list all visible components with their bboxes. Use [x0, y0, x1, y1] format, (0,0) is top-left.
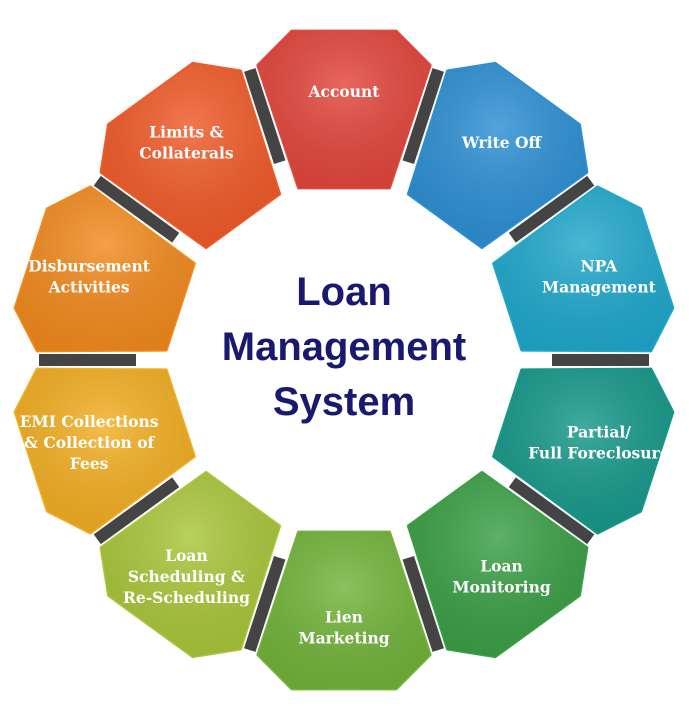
segment-gloss: [257, 532, 431, 689]
segment-limits-collaterals: Limits & Collaterals: [99, 61, 282, 249]
segment-label: Full Foreclosure: [528, 443, 670, 462]
segment-label: Activities: [48, 278, 130, 297]
segment-label: NPA: [581, 257, 619, 276]
connector-bar: [508, 477, 595, 545]
segment-gloss: [101, 472, 280, 657]
segment-gloss: [101, 63, 280, 248]
connector-bar: [402, 555, 444, 652]
connectors: [39, 68, 649, 652]
segment-gloss: [257, 31, 431, 188]
segment-label: EMI Collections: [20, 412, 159, 431]
segment-gloss: [15, 369, 195, 534]
segment-label: Marketing: [298, 629, 389, 648]
segment-emi-collections: EMI Collections & Collection of Fees: [13, 367, 196, 535]
segment-account: Account: [256, 29, 432, 190]
segment-label: Scheduling &: [128, 567, 245, 586]
connector-bar: [402, 68, 444, 165]
connector-bar: [93, 175, 180, 243]
segment-label: Partial/: [567, 422, 631, 441]
segment-label: Write Off: [461, 133, 543, 152]
connector-bar: [244, 555, 286, 652]
segment-gloss: [408, 63, 587, 248]
segment-label: Limits &: [149, 123, 223, 142]
segment-gloss: [493, 369, 673, 534]
segment-label: Loan: [480, 556, 523, 575]
center-circle: [194, 210, 494, 510]
segment-label: Collaterals: [139, 144, 234, 163]
segment-label: Management: [542, 278, 657, 297]
segment-npa-management: NPA Management: [492, 185, 675, 353]
segment-label: Account: [308, 82, 381, 101]
segment-gloss: [493, 186, 673, 351]
segment-label: Re-Scheduling: [123, 588, 250, 607]
segment-gloss: [408, 472, 587, 657]
segment-label: Fees: [70, 454, 109, 473]
connector-bar: [93, 477, 180, 545]
title-line-1: Loan: [296, 270, 392, 314]
connector-bar: [508, 175, 595, 243]
segment-partial-full-foreclosure: Partial/Full Foreclosure: [492, 367, 675, 535]
segment-label: Loan: [165, 546, 208, 565]
segment-gloss: [15, 186, 195, 351]
title-line-3: System: [273, 380, 415, 424]
segment-label: Monitoring: [452, 577, 550, 596]
segment-label: Lien: [325, 608, 363, 627]
connector-bar: [244, 68, 286, 165]
segment-label: & Collection of: [24, 433, 156, 452]
segment-write-off: Write Off: [406, 61, 589, 249]
title-line-2: Management: [222, 325, 467, 369]
segment-label: Disbursement: [28, 257, 150, 276]
